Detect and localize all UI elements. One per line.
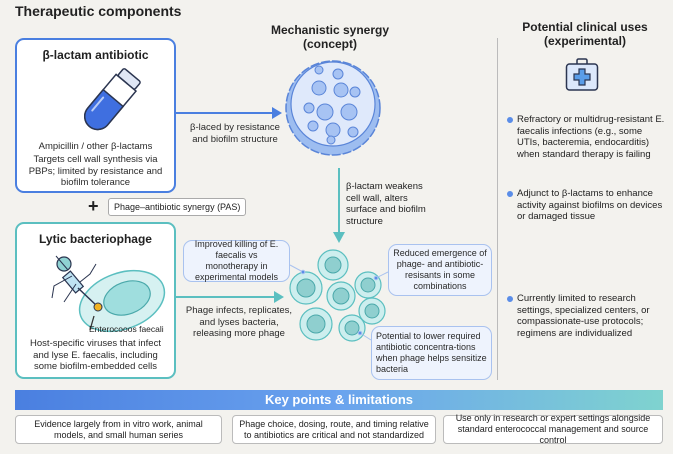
biofilm-cell-icon [285,60,381,156]
callout-improved-killing: Improved killing of E. faecalis vs monot… [183,239,290,282]
bacteria-cluster-icon [289,249,386,342]
key-point-item: Evidence largely from in vitro work, ani… [15,415,222,444]
key-points-banner: Key points & limitations [15,390,663,410]
clinical-use-item: Adjunct to β-lactams to enhance activity… [507,188,667,223]
antibiotic-arrow [176,107,282,119]
key-point-item: Use only in research or expert settings … [443,413,663,445]
title-line: (concept) [303,37,357,51]
left-column-title: Therapeutic components [15,3,182,19]
title-line: Potential clinical uses [522,20,648,34]
vial-icon [83,68,141,131]
down-arrow-label: β-lactam weakens cell wall, alters surfa… [346,181,426,227]
callout-lower-concentration: Potential to lower required antibiotic c… [371,326,492,380]
antibiotic-description: Targets cell wall synthesis via PBPs; li… [28,154,163,188]
phage-title: Lytic bacteriophage [39,232,152,246]
phage-card: Lytic bacteriophage Enterocooos faecali … [15,222,176,379]
column-divider [497,38,498,380]
middle-column-title: Mechanistic synergy (concept) [260,23,400,51]
clinical-use-item: Currently limited to research settings, … [507,293,667,339]
antibiotic-subtitle: Ampicillin / other β-lactams [38,141,153,152]
phage-description: Host-specific viruses that infect and ly… [30,338,161,372]
title-line: (experimental) [543,34,627,48]
phage-arrow [176,291,284,303]
antibiotic-title: β-lactam antibiotic [42,48,149,62]
clinical-use-item: Refractory or multidrug-resistant E. fae… [507,114,667,160]
callout-reduced-resistance: Reduced emergence of phage- and antibiot… [388,244,492,296]
host-label: Enterocooos faecali [89,324,164,334]
synergy-down-arrow [333,168,345,243]
plus-icon: + [88,196,99,216]
key-point-item: Phage choice, dosing, route, and timing … [232,415,436,444]
pas-tag: Phage–antibiotic synergy (PAS) [108,198,247,216]
title-line: Mechanistic synergy [270,23,390,37]
phage-bacterium-icon [51,255,166,333]
antibiotic-arrow-label: β-laced by resistance and biofilm struct… [190,122,280,145]
medical-kit-icon [565,58,599,91]
antibiotic-card: β-lactam antibiotic Ampicillin / other β… [15,38,176,193]
phage-arrow-label: Phage infects, replicates, and lyses bac… [185,305,293,339]
right-column-title: Potential clinical uses (experimental) [505,20,665,48]
